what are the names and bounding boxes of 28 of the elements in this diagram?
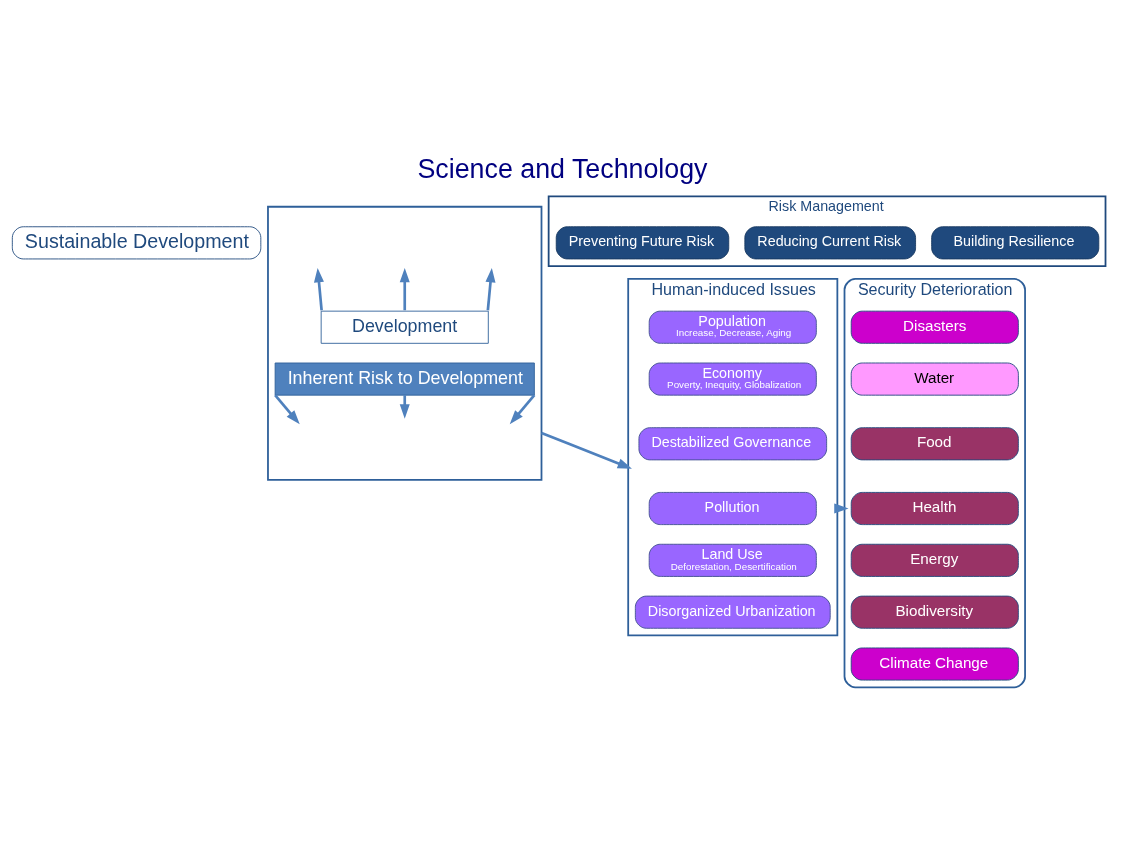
node-box: Food [850,427,1019,461]
node-box: Biodiversity [850,595,1019,629]
arrow [399,267,410,311]
arrow [541,431,632,469]
node-box: Health [850,491,1019,526]
arrow [399,395,410,419]
node-box: Pollution [648,491,817,526]
node-box: Economy Poverty, Inequity, Globalization [648,362,817,396]
arrow [313,267,324,311]
arrow [485,267,496,311]
node-box: Land Use Deforestation, Desertification [648,543,817,577]
arrow [274,394,300,425]
node-box: Building Resilience [931,226,1100,260]
node-box: Preventing Future Risk [555,226,730,260]
node-box: Inherent Risk to Development [274,362,535,396]
node-box: Population Increase, Decrease, Aging [648,310,817,344]
node-box: Energy [850,543,1019,577]
node-box: Disasters [850,310,1019,344]
node-box: Water [850,362,1019,396]
arrow [509,394,536,425]
cluster [267,205,543,481]
node-box: Climate Change [850,647,1019,681]
node-box: Development [320,310,489,344]
node-box: Disorganized Urbanization [634,595,831,629]
node-box: Sustainable Development [11,226,262,260]
diagram-title: Science and Technology [417,153,708,184]
node-box: Destabilized Governance [638,427,828,461]
node-box: Reducing Current Risk [744,226,916,260]
